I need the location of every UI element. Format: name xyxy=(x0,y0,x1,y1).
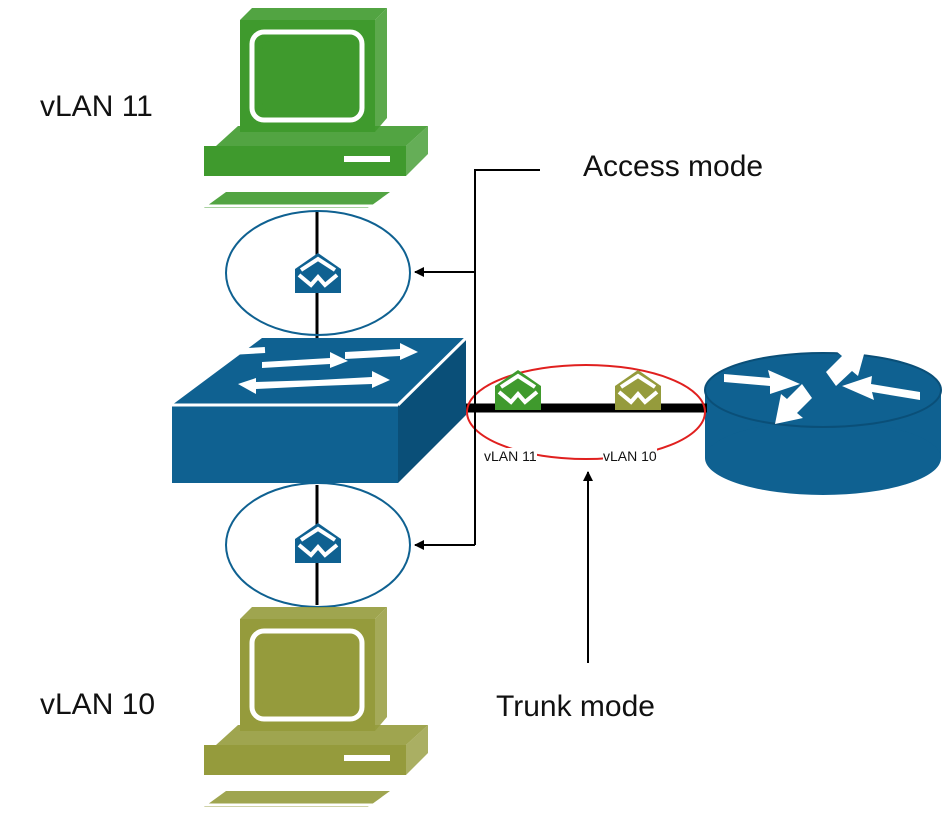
computer-icon xyxy=(200,8,428,208)
computer-icon xyxy=(200,607,428,807)
trunk-mode-label: Trunk mode xyxy=(496,690,655,723)
access-frame-ellipse-top xyxy=(225,210,411,336)
trunk-vlan11-label: vLAN 11 xyxy=(484,448,537,464)
envelope-icon xyxy=(493,368,543,412)
envelope-icon xyxy=(613,368,663,412)
switch-icon xyxy=(172,336,468,483)
envelope-icon xyxy=(293,521,343,565)
access-mode-connector xyxy=(474,169,540,545)
access-mode-label: Access mode xyxy=(583,150,764,183)
vlan10-pc-label: vLAN 10 xyxy=(40,688,156,721)
trunk-vlan10-label: vLAN 10 xyxy=(603,448,657,464)
envelope-icon xyxy=(293,251,343,295)
vlan11-pc-label: vLAN 11 xyxy=(40,90,153,123)
trunk-highlight-ellipse xyxy=(466,364,706,460)
router-icon xyxy=(704,347,942,495)
